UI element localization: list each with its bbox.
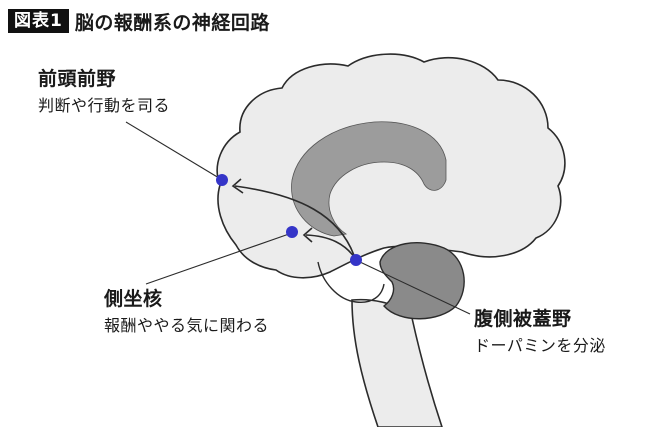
accumbens-name: 側坐核 <box>104 288 163 310</box>
label-prefrontal: 前頭前野 判断や行動を司る <box>38 66 170 118</box>
leader-line-accumbens <box>145 233 290 285</box>
arrowhead-accumbens <box>302 227 313 243</box>
temporal-lobe <box>317 261 385 303</box>
node-accumbens <box>286 226 298 238</box>
arrowhead-prefrontal <box>231 178 244 194</box>
leader-line-prefrontal <box>125 121 220 179</box>
leader-line-vta <box>359 261 471 315</box>
cerebellum <box>379 242 465 320</box>
figure-title: 図表1 脳の報酬系の神経回路 <box>8 8 270 34</box>
vta-name: 腹側被蓋野 <box>474 308 572 330</box>
prefrontal-desc: 判断や行動を司る <box>38 96 171 115</box>
figure-title-text: 脳の報酬系の神経回路 <box>74 11 270 34</box>
accumbens-desc: 報酬ややる気に関わる <box>104 316 270 335</box>
pathway-vta-to-prefrontal <box>234 185 356 259</box>
label-vta: 腹側被蓋野 ドーパミンを分泌 <box>474 306 606 358</box>
figure-badge: 図表1 <box>8 9 69 33</box>
ventricle <box>291 121 447 237</box>
prefrontal-name: 前頭前野 <box>38 68 117 90</box>
node-prefrontal <box>216 174 228 186</box>
pathway-vta-to-accumbens <box>305 234 356 259</box>
node-vta <box>350 254 362 266</box>
cerebrum <box>216 53 566 279</box>
label-accumbens: 側坐核 報酬ややる気に関わる <box>104 286 269 338</box>
vta-desc: ドーパミンを分泌 <box>474 336 606 355</box>
